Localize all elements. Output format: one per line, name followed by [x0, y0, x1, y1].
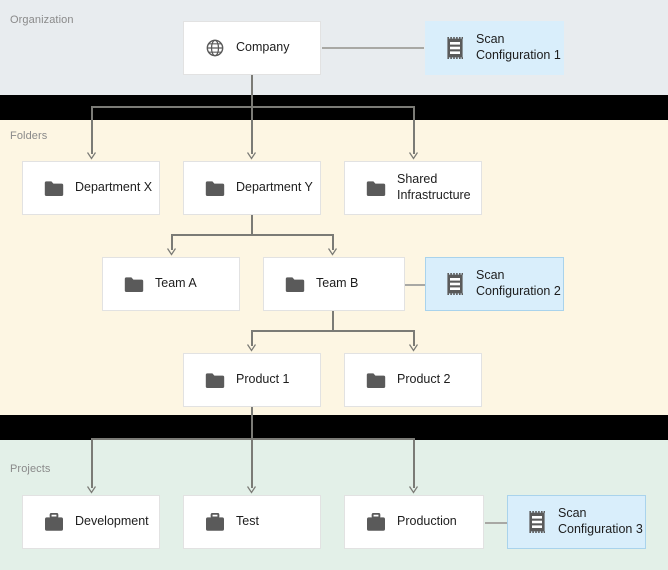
edge-product1-trunk — [251, 407, 253, 439]
node-product-2-label: Product 2 — [397, 372, 451, 387]
node-department-y-label: Department Y — [236, 180, 313, 195]
node-test[interactable]: Test — [183, 495, 321, 549]
scan-config-icon — [526, 511, 548, 533]
band-label-organization: Organization — [10, 14, 74, 26]
node-company[interactable]: Company — [183, 21, 321, 75]
edge-production-scan3 — [485, 522, 507, 524]
node-scan-configuration-2[interactable]: Scan Configuration 2 — [425, 257, 564, 311]
folder-icon — [204, 369, 226, 391]
node-product-2[interactable]: Product 2 — [344, 353, 482, 407]
node-department-x[interactable]: Department X — [22, 161, 160, 215]
scan-config-icon — [444, 273, 466, 295]
edge-company-deptx-drop — [91, 106, 93, 154]
node-team-a[interactable]: Team A — [102, 257, 240, 311]
edge-teamb-scan2 — [405, 284, 425, 286]
node-company-label: Company — [236, 40, 290, 55]
node-product-1-label: Product 1 — [236, 372, 290, 387]
briefcase-icon — [365, 511, 387, 533]
node-scan-configuration-1-label: Scan Configuration 1 — [476, 32, 561, 62]
arrowhead-department-x — [87, 152, 96, 160]
folder-icon — [43, 177, 65, 199]
edge-depty-teama-drop — [171, 234, 173, 250]
band-label-folders: Folders — [10, 130, 48, 142]
folder-icon — [365, 369, 387, 391]
folder-icon — [284, 273, 306, 295]
node-development-label: Development — [75, 514, 149, 529]
node-development[interactable]: Development — [22, 495, 160, 549]
arrowhead-product-2 — [409, 344, 418, 352]
band-label-projects: Projects — [10, 463, 51, 475]
node-production-label: Production — [397, 514, 457, 529]
edge-product1-bus — [91, 438, 415, 440]
arrowhead-product-1 — [247, 344, 256, 352]
folder-icon — [123, 273, 145, 295]
edge-product1-development-drop — [91, 438, 93, 488]
node-team-b[interactable]: Team B — [263, 257, 405, 311]
folder-icon — [204, 177, 226, 199]
scan-config-icon — [444, 37, 466, 59]
node-department-y[interactable]: Department Y — [183, 161, 321, 215]
node-scan-configuration-1[interactable]: Scan Configuration 1 — [425, 21, 564, 75]
briefcase-icon — [204, 511, 226, 533]
node-shared-infrastructure-label: Shared Infrastructure — [397, 172, 471, 202]
folder-icon — [365, 177, 387, 199]
node-scan-configuration-3-label: Scan Configuration 3 — [558, 506, 643, 536]
node-test-label: Test — [236, 514, 259, 529]
node-department-x-label: Department X — [75, 180, 153, 195]
edge-teamb-product2-drop — [413, 330, 415, 346]
arrowhead-team-b — [328, 248, 337, 256]
edge-product1-production-drop — [413, 438, 415, 488]
edge-teamb-bus — [251, 330, 414, 332]
arrowhead-shared-infrastructure — [409, 152, 418, 160]
edge-depty-trunk — [251, 215, 253, 235]
edge-depty-bus — [171, 234, 333, 236]
edge-teamb-trunk — [332, 311, 334, 331]
edge-product1-test-drop — [251, 438, 253, 488]
arrowhead-development — [87, 486, 96, 494]
edge-company-scan1 — [322, 47, 424, 49]
node-scan-configuration-3[interactable]: Scan Configuration 3 — [507, 495, 646, 549]
node-team-a-label: Team A — [155, 276, 197, 291]
node-team-b-label: Team B — [316, 276, 359, 291]
edge-teamb-product1-drop — [251, 330, 253, 346]
arrowhead-test — [247, 486, 256, 494]
edge-company-trunk — [251, 75, 253, 107]
arrowhead-production — [409, 486, 418, 494]
briefcase-icon — [43, 511, 65, 533]
node-production[interactable]: Production — [344, 495, 484, 549]
edge-depty-teamb-drop — [332, 234, 334, 250]
arrowhead-team-a — [167, 248, 176, 256]
arrowhead-department-y — [247, 152, 256, 160]
node-shared-infrastructure[interactable]: Shared Infrastructure — [344, 161, 482, 215]
edge-company-depty-drop — [251, 106, 253, 154]
node-product-1[interactable]: Product 1 — [183, 353, 321, 407]
node-scan-configuration-2-label: Scan Configuration 2 — [476, 268, 561, 298]
edge-company-shared-drop — [413, 106, 415, 154]
globe-icon — [204, 37, 226, 59]
edge-company-bus — [91, 106, 415, 108]
